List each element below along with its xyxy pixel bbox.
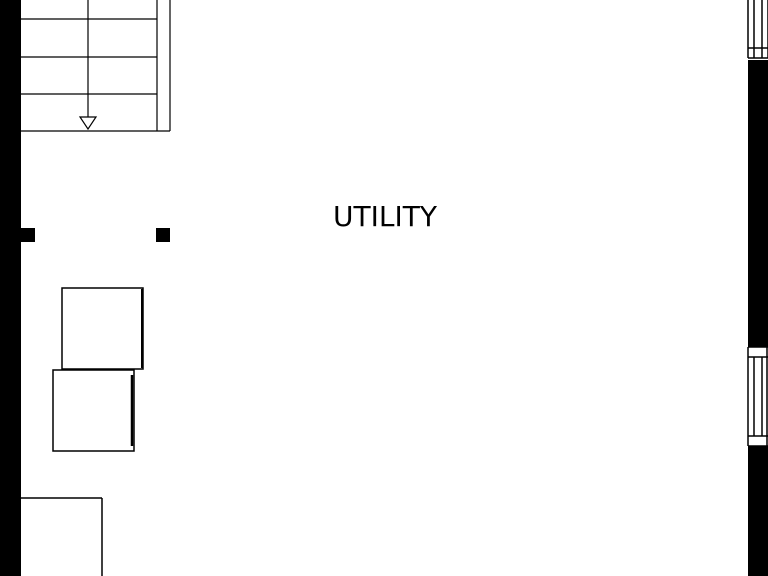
right-wall — [747, 0, 768, 576]
window-icon — [747, 0, 768, 59]
window-icon — [747, 346, 768, 447]
cabinet-icon — [21, 497, 103, 576]
column-icon — [21, 228, 35, 242]
right-wall-segment — [748, 446, 768, 576]
arrow-down-icon — [78, 116, 98, 131]
column-icon — [156, 228, 170, 242]
right-wall-segment — [748, 60, 768, 347]
room-label: UTILITY — [333, 200, 438, 233]
left-wall — [0, 0, 21, 576]
stairs-icon — [21, 0, 171, 132]
washer-icon — [61, 287, 144, 370]
dryer-icon — [52, 369, 135, 452]
